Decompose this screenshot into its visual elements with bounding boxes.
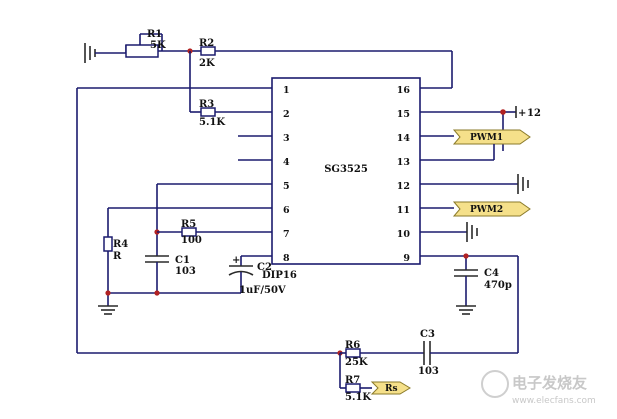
capacitor-c2: +: [228, 255, 254, 293]
c4-ref: C4: [484, 268, 499, 279]
port-pwm2: PWM2: [452, 201, 531, 217]
pin-1-label: 1: [283, 85, 290, 96]
watermark: 电子发烧友 www.elecfans.com: [481, 370, 596, 406]
vcc-sign: +: [518, 108, 526, 119]
vcc-label: 12: [527, 108, 541, 119]
ic-package-label: DIP16: [262, 270, 297, 281]
r3-value: 5.1K: [199, 117, 225, 128]
r2-value: 2K: [199, 58, 215, 69]
c2-value: 1uF/50V: [239, 285, 286, 296]
resistor-r3: [189, 51, 272, 117]
pin-3-label: 3: [283, 133, 290, 144]
r7-ref: R7: [345, 375, 360, 386]
pin-14-label: 14: [397, 133, 411, 144]
capacitor-c1: [145, 255, 169, 293]
r6-value: 25K: [345, 357, 368, 368]
wire-pin1-loop: [76, 87, 340, 354]
ic-left-pin-numbers: 1 2 3 4 5 6 7 8: [283, 85, 290, 264]
resistor-r1: [125, 33, 190, 58]
pin-7-label: 7: [283, 229, 290, 240]
pin-8-label: 8: [283, 253, 290, 264]
junction-gnd-c1: [154, 290, 160, 296]
pin-6-label: 6: [283, 205, 290, 216]
pin-12-label: 12: [397, 181, 410, 192]
pin-16-label: 16: [397, 85, 411, 96]
top-ground-symbol: [84, 43, 126, 63]
c3-ref: C3: [420, 329, 435, 340]
pin-13-label: 13: [397, 157, 410, 168]
r6-ref: R6: [345, 340, 360, 351]
resistor-r2: [190, 46, 453, 89]
r1-value: 5K: [150, 40, 166, 51]
junction-gnd-left: [105, 290, 111, 296]
ic-body: [271, 77, 421, 265]
c2-ref: C2: [257, 262, 272, 273]
pwm1-label: PWM1: [470, 133, 503, 143]
pin-2-label: 2: [283, 109, 290, 120]
resistor-r5: [157, 227, 272, 237]
r1-ref: R1: [147, 29, 162, 40]
ic-name: SG3525: [324, 164, 368, 175]
wire-pin6: [107, 207, 272, 237]
pin-11-label: 11: [397, 205, 410, 216]
r5-ref: R5: [181, 219, 196, 230]
pwm2-label: PWM2: [470, 205, 503, 215]
resistor-r6: [340, 348, 424, 358]
r4-value: R: [113, 251, 122, 262]
r2-ref: R2: [199, 38, 214, 49]
rs-label: Rs: [385, 384, 398, 394]
capacitor-c4: [454, 269, 478, 315]
capacitor-c3: [423, 341, 518, 365]
ground-pin10: [420, 222, 478, 242]
pin-4-label: 4: [283, 157, 290, 168]
junction-vcc: [500, 109, 506, 115]
r5-value: 100: [181, 235, 202, 246]
pin-9-label: 9: [403, 253, 410, 264]
pin-15-label: 15: [397, 109, 410, 120]
c4-value: 470p: [484, 280, 512, 291]
ground-pin12: [420, 174, 529, 194]
watermark-url: www.elecfans.com: [512, 396, 596, 406]
resistor-r4: [103, 236, 113, 306]
pin-5-label: 5: [283, 181, 290, 192]
junction-c4: [463, 253, 469, 259]
r7-value: 5.1K: [345, 392, 371, 403]
wire-pin5: [156, 183, 272, 256]
wire-pin8: [240, 255, 272, 266]
c1-ref: C1: [175, 255, 190, 266]
pin-10-label: 10: [397, 229, 411, 240]
watermark-cn: 电子发烧友: [512, 374, 587, 392]
resistor-r7: [339, 353, 372, 393]
c2-polarity: +: [232, 255, 240, 266]
ic-right-pin-numbers: 16 15 14 13 12 11 10 9: [397, 85, 411, 264]
c1-value: 103: [175, 266, 196, 277]
c3-value: 103: [418, 366, 439, 377]
port-rs: Rs: [370, 381, 411, 395]
r3-ref: R3: [199, 99, 214, 110]
r4-ref: R4: [113, 239, 128, 250]
port-pwm1: PWM1: [452, 129, 531, 145]
left-ground-symbol: [98, 305, 118, 315]
watermark-logo-icon: [481, 370, 509, 398]
